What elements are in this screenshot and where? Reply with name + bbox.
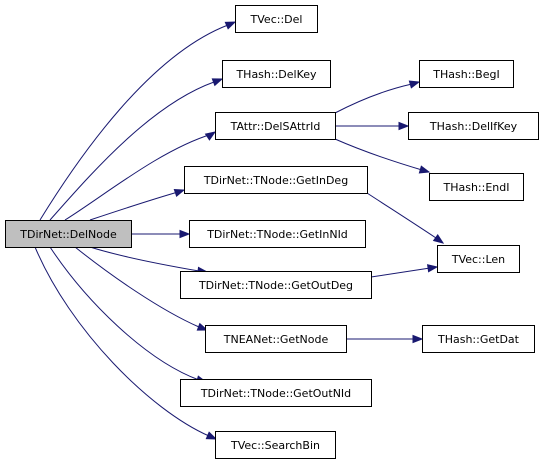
arrowhead-delnode-to-neanet_getnode [196, 322, 209, 331]
node-hash_endi[interactable]: THash::EndI [429, 173, 524, 201]
edges-layer [34, 21, 445, 440]
node-label-attr_delsattrid: TAttr::DelSAttrId [230, 120, 321, 133]
edge-delnode-to-hash_delkey [49, 81, 215, 221]
edge-getindeg-to-vec_len [366, 192, 437, 239]
edge-delnode-to-getindeg [89, 191, 179, 221]
node-box-getoutnid[interactable] [180, 379, 372, 407]
node-label-hash_endi: THash::EndI [443, 181, 510, 194]
node-label-vec_searchbin: TVec::SearchBin [230, 439, 320, 452]
node-hash_begi[interactable]: THash::BegI [419, 60, 514, 88]
node-box-hash_delkey[interactable] [222, 60, 331, 88]
edge-delnode-to-attr_delsattrid [64, 133, 213, 221]
node-hash_delifkey[interactable]: THash::DelIfKey [408, 112, 539, 140]
node-label-getindeg: TDirNet::TNode::GetInDeg [203, 174, 348, 187]
node-box-getindeg[interactable] [184, 166, 368, 194]
node-label-vec_len: TVec::Len [451, 253, 505, 266]
edge-delnode-to-getoutnid [49, 246, 200, 381]
node-getoutdeg[interactable]: TDirNet::TNode::GetOutDeg [180, 271, 372, 299]
node-vec_len[interactable]: TVec::Len [437, 245, 520, 273]
node-label-hash_getdat: THash::GetDat [437, 333, 520, 346]
node-box-getoutdeg[interactable] [180, 271, 372, 299]
edge-attr_delsattrid-to-hash_endi [334, 138, 423, 171]
node-label-getinnid: TDirNet::TNode::GetInNId [206, 228, 348, 241]
arrowhead-attr_delsattrid-to-hash_endi [418, 165, 431, 174]
node-label-vec_del: TVec::Del [250, 13, 303, 26]
arrowhead-attr_delsattrid-to-hash_begi [408, 80, 421, 89]
arrowhead-delnode-to-vec_searchbin [205, 431, 218, 440]
arrowhead-delnode-to-getindeg [173, 188, 186, 198]
edge-delnode-to-getoutdeg [89, 246, 200, 272]
edge-attr_delsattrid-to-hash_begi [334, 83, 413, 114]
node-vec_del[interactable]: TVec::Del [235, 5, 318, 33]
node-box-vec_searchbin[interactable] [215, 431, 336, 459]
arrowhead-neanet_getnode-to-hash_getdat [412, 334, 424, 344]
arrowhead-delnode-to-hash_delkey [211, 78, 224, 87]
node-getoutnid[interactable]: TDirNet::TNode::GetOutNId [180, 379, 372, 407]
node-label-hash_delkey: THash::DelKey [235, 68, 317, 81]
node-box-hash_getdat[interactable] [422, 325, 535, 353]
node-getindeg[interactable]: TDirNet::TNode::GetInDeg [184, 166, 368, 194]
node-box-vec_del[interactable] [235, 5, 318, 33]
node-box-hash_endi[interactable] [429, 173, 524, 201]
edge-delnode-to-vec_del [39, 24, 229, 221]
node-box-neanet_getnode[interactable] [205, 325, 347, 353]
node-hash_delkey[interactable]: THash::DelKey [222, 60, 331, 88]
edge-delnode-to-neanet_getnode [74, 246, 200, 328]
node-delnode[interactable]: TDirNet::DelNode [5, 220, 132, 248]
node-box-getinnid[interactable] [189, 220, 366, 248]
arrowhead-delnode-to-vec_del [224, 21, 237, 30]
node-box-attr_delsattrid[interactable] [215, 112, 336, 140]
arrowhead-getindeg-to-vec_len [432, 234, 445, 244]
node-label-getoutdeg: TDirNet::TNode::GetOutDeg [198, 279, 353, 292]
edge-delnode-to-vec_searchbin [34, 246, 210, 437]
node-vec_searchbin[interactable]: TVec::SearchBin [215, 431, 336, 459]
arrowhead-delnode-to-attr_delsattrid [204, 131, 217, 141]
node-box-hash_delifkey[interactable] [408, 112, 539, 140]
node-box-vec_len[interactable] [437, 245, 520, 273]
node-box-hash_begi[interactable] [419, 60, 514, 88]
nodes-layer: TDirNet::DelNode TVec::DelTHash::DelKeyTA… [5, 5, 539, 459]
arrowhead-delnode-to-getinnid [179, 229, 191, 239]
edge-getoutdeg-to-vec_len [370, 267, 431, 278]
node-label-getoutnid: TDirNet::TNode::GetOutNId [200, 387, 351, 400]
node-label-hash_delifkey: THash::DelIfKey [429, 120, 518, 133]
arrowhead-getoutdeg-to-vec_len [426, 264, 439, 273]
node-label-neanet_getnode: TNEANet::GetNode [223, 333, 329, 346]
node-label-delnode: TDirNet::DelNode [19, 228, 117, 241]
arrowhead-attr_delsattrid-to-hash_delifkey [398, 121, 410, 131]
node-neanet_getnode[interactable]: TNEANet::GetNode [205, 325, 347, 353]
node-hash_getdat[interactable]: THash::GetDat [422, 325, 535, 353]
node-getinnid[interactable]: TDirNet::TNode::GetInNId [189, 220, 366, 248]
node-attr_delsattrid[interactable]: TAttr::DelSAttrId [215, 112, 336, 140]
node-box-delnode[interactable] [5, 220, 132, 248]
node-label-hash_begi: THash::BegI [432, 68, 499, 81]
